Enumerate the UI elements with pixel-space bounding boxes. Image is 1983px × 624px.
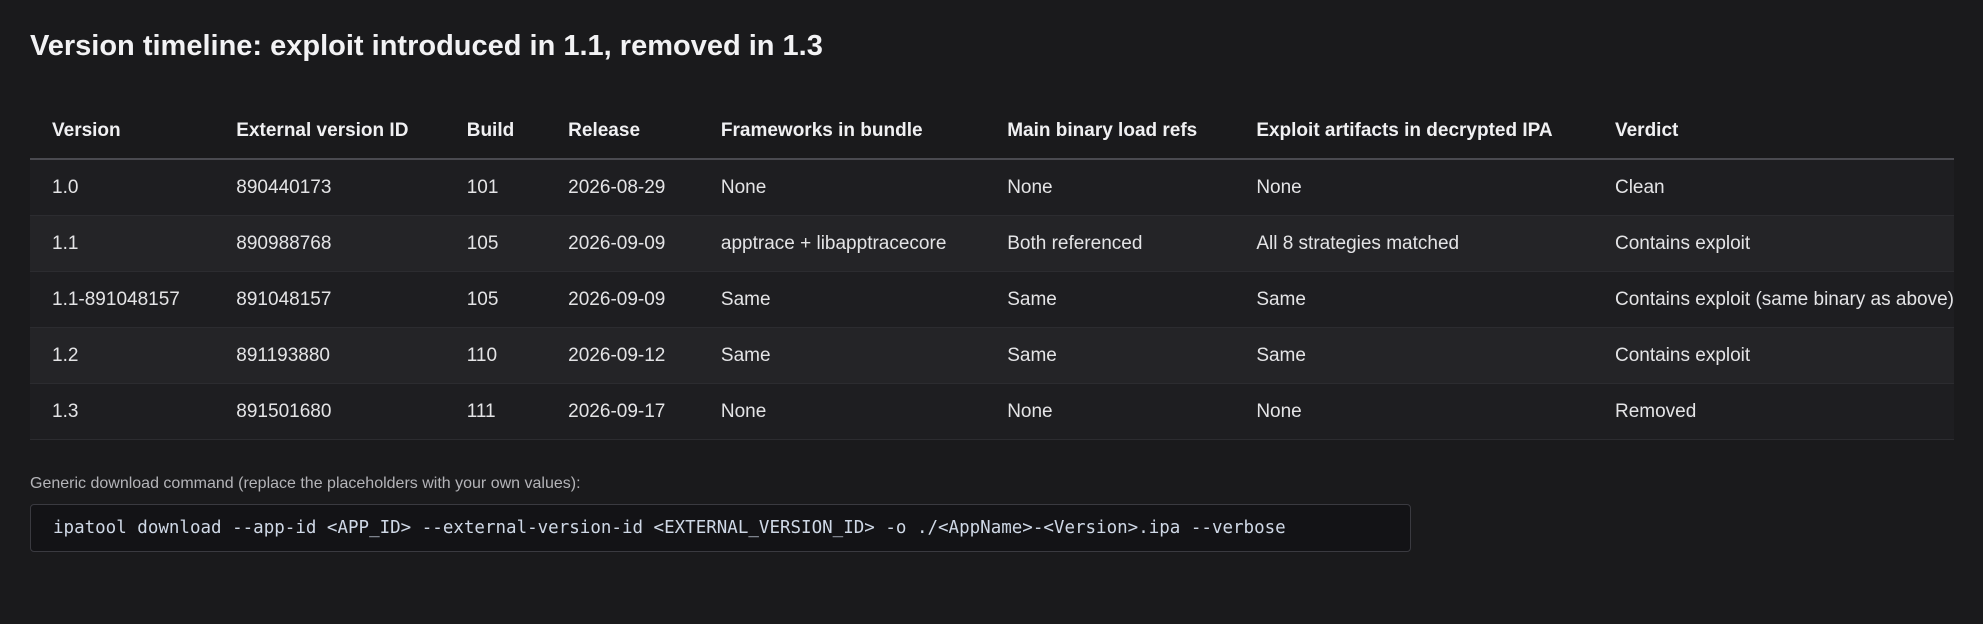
cell-frameworks: Same: [698, 327, 986, 384]
page-title: Version timeline: exploit introduced in …: [30, 30, 823, 62]
table-row: 1.1 890988768 105 2026-09-09 apptrace + …: [30, 215, 1954, 272]
cell-frameworks: None: [698, 383, 986, 440]
cell-load-refs: Both referenced: [985, 215, 1235, 272]
cell-load-refs: Same: [985, 271, 1235, 328]
column-header-exploit-artifacts: Exploit artifacts in decrypted IPA: [1234, 104, 1593, 160]
cell-version: 1.2: [30, 327, 215, 384]
column-header-frameworks: Frameworks in bundle: [698, 104, 986, 160]
cell-exploit-artifacts: None: [1234, 159, 1593, 216]
cell-external-version-id: 890440173: [214, 159, 445, 216]
column-header-release: Release: [546, 104, 699, 160]
cell-release: 2026-09-17: [546, 383, 699, 440]
download-command-note: Generic download command (replace the pl…: [30, 475, 581, 492]
table-row: 1.0 890440173 101 2026-08-29 None None N…: [30, 159, 1954, 216]
cell-frameworks: None: [698, 159, 986, 216]
download-command-block[interactable]: ipatool download --app-id <APP_ID> --ext…: [30, 504, 1411, 552]
column-header-verdict: Verdict: [1592, 104, 1954, 160]
cell-release: 2026-09-09: [546, 215, 699, 272]
cell-version: 1.0: [30, 159, 215, 216]
cell-release: 2026-09-09: [546, 271, 699, 328]
cell-external-version-id: 891048157: [214, 271, 445, 328]
cell-verdict: Removed: [1592, 383, 1954, 440]
cell-exploit-artifacts: Same: [1234, 327, 1593, 384]
cell-release: 2026-09-12: [546, 327, 699, 384]
cell-build: 111: [444, 383, 547, 440]
cell-exploit-artifacts: Same: [1234, 271, 1593, 328]
cell-external-version-id: 891193880: [214, 327, 445, 384]
cell-load-refs: None: [985, 159, 1235, 216]
cell-verdict: Contains exploit: [1592, 215, 1954, 272]
cell-verdict: Clean: [1592, 159, 1954, 216]
table-header-row: Version External version ID Build Releas…: [30, 104, 1954, 160]
table-row: 1.1-891048157 891048157 105 2026-09-09 S…: [30, 271, 1954, 328]
table-row: 1.2 891193880 110 2026-09-12 Same Same S…: [30, 327, 1954, 384]
column-header-version: Version: [30, 104, 215, 160]
cell-external-version-id: 891501680: [214, 383, 445, 440]
cell-build: 105: [444, 271, 547, 328]
cell-verdict: Contains exploit (same binary as above): [1592, 271, 1954, 328]
cell-build: 105: [444, 215, 547, 272]
table-row: 1.3 891501680 111 2026-09-17 None None N…: [30, 383, 1954, 440]
cell-exploit-artifacts: None: [1234, 383, 1593, 440]
cell-load-refs: None: [985, 383, 1235, 440]
download-command-text[interactable]: ipatool download --app-id <APP_ID> --ext…: [53, 518, 1286, 538]
cell-exploit-artifacts: All 8 strategies matched: [1234, 215, 1593, 272]
cell-external-version-id: 890988768: [214, 215, 445, 272]
column-header-external-version-id: External version ID: [214, 104, 445, 160]
cell-version: 1.1-891048157: [30, 271, 215, 328]
column-header-build: Build: [444, 104, 547, 160]
version-timeline-table: Version External version ID Build Releas…: [30, 104, 1954, 440]
cell-frameworks: Same: [698, 271, 986, 328]
cell-version: 1.1: [30, 215, 215, 272]
column-header-load-refs: Main binary load refs: [985, 104, 1235, 160]
cell-release: 2026-08-29: [546, 159, 699, 216]
cell-load-refs: Same: [985, 327, 1235, 384]
cell-version: 1.3: [30, 383, 215, 440]
cell-build: 110: [444, 327, 547, 384]
cell-build: 101: [444, 159, 547, 216]
cell-frameworks: apptrace + libapptracecore: [698, 215, 986, 272]
cell-verdict: Contains exploit: [1592, 327, 1954, 384]
